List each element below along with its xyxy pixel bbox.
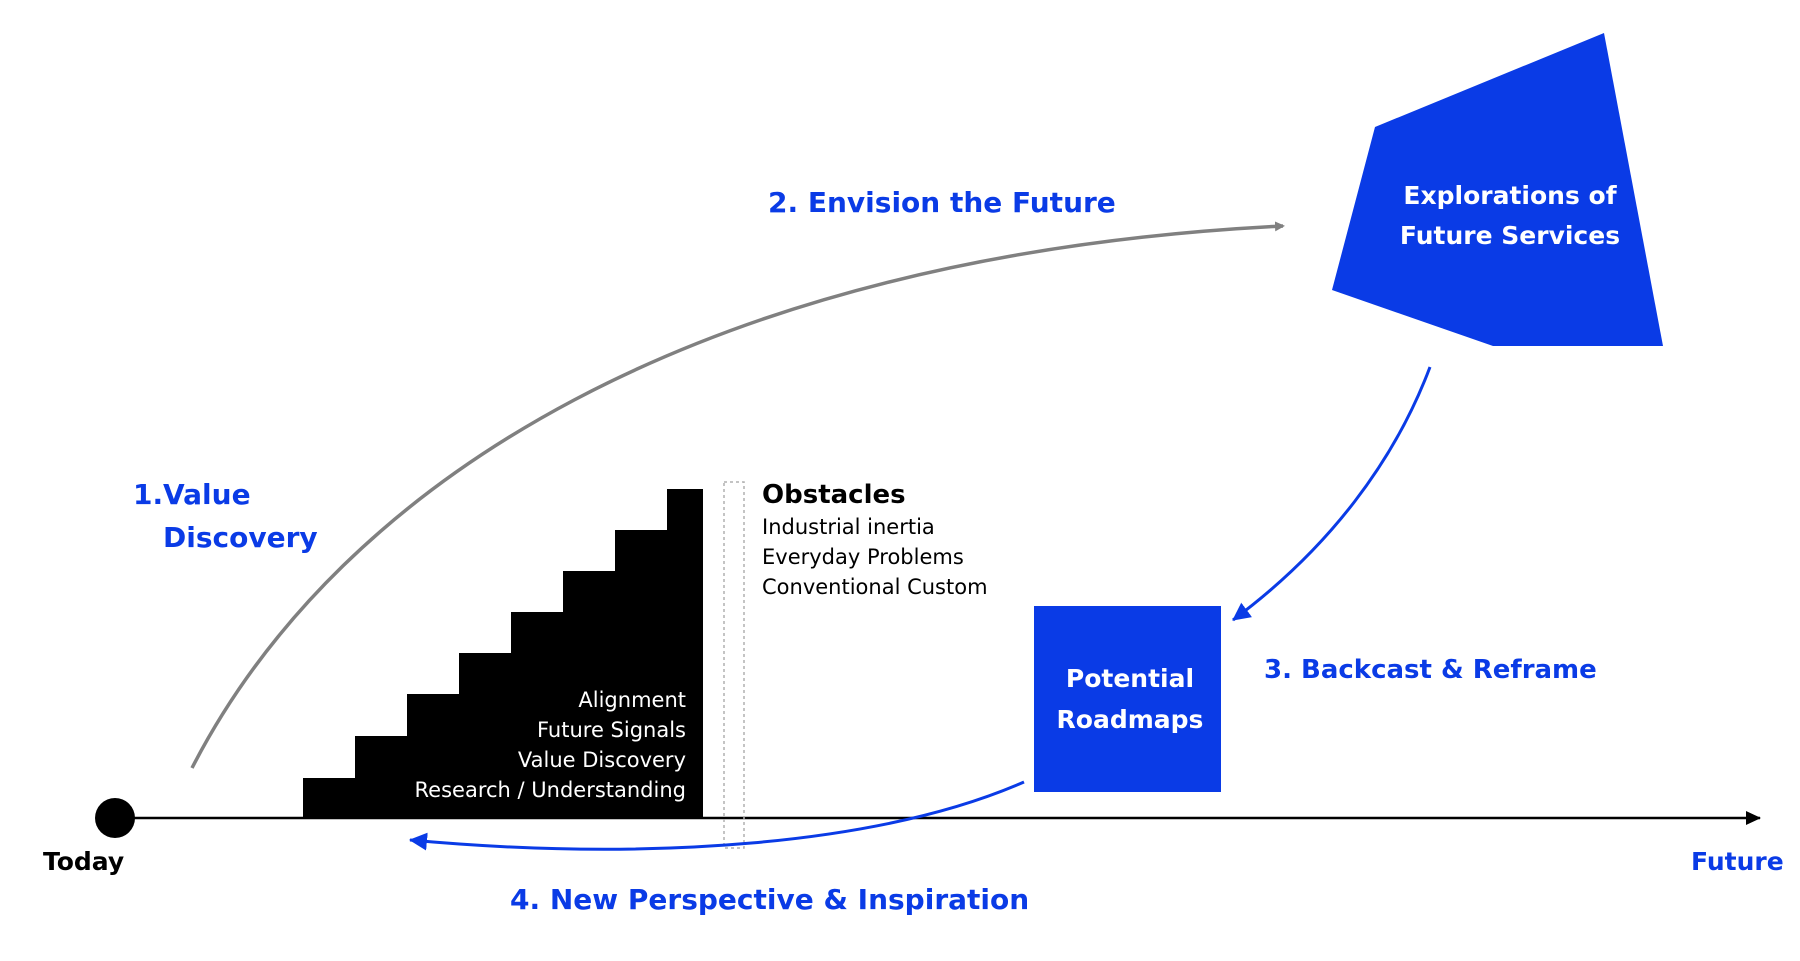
stair-item: Alignment	[578, 688, 686, 712]
obstacle-item: Everyday Problems	[762, 545, 964, 569]
step3-label: 3. Backcast & Reframe	[1264, 655, 1597, 685]
future-label: Future	[1691, 847, 1784, 876]
staircase-shape	[303, 489, 703, 818]
roadmaps-line1: Potential	[1065, 664, 1195, 693]
envision-arrow	[190, 221, 1285, 769]
step1-line2: Discovery	[163, 521, 318, 554]
obstacle-item: Conventional Custom	[762, 575, 988, 599]
stair-item: Future Signals	[537, 718, 686, 742]
stair-item: Value Discovery	[517, 748, 686, 772]
step2-label: 2. Envision the Future	[768, 186, 1116, 219]
step4-label: 4. New Perspective & Inspiration	[510, 883, 1030, 916]
stair-item: Research / Understanding	[414, 778, 686, 802]
obstacles-title: Obstacles	[762, 480, 906, 510]
explorations-label: Explorations of Future Services	[1380, 176, 1640, 256]
explorations-line1: Explorations of	[1403, 181, 1617, 210]
staircase-labels: Alignment Future Signals Value Discovery…	[380, 685, 686, 805]
backcast-arrow	[1232, 366, 1432, 622]
explorations-shape	[1332, 33, 1663, 346]
step1-line1: Value	[163, 478, 251, 511]
obstacle-item: Industrial inertia	[762, 515, 935, 539]
step1-number: 1.	[133, 478, 164, 511]
today-label: Today	[43, 847, 125, 876]
today-dot	[95, 798, 135, 838]
explorations-line2: Future Services	[1399, 221, 1621, 250]
roadmaps-box	[1034, 606, 1221, 792]
roadmaps-line2: Roadmaps	[1056, 705, 1204, 734]
obstacles-block: Obstacles Industrial inertia Everyday Pr…	[762, 478, 988, 602]
roadmaps-label: Potential Roadmaps	[1037, 658, 1223, 740]
perspective-arrow	[409, 780, 1025, 851]
obstacle-barrier	[723, 481, 745, 849]
